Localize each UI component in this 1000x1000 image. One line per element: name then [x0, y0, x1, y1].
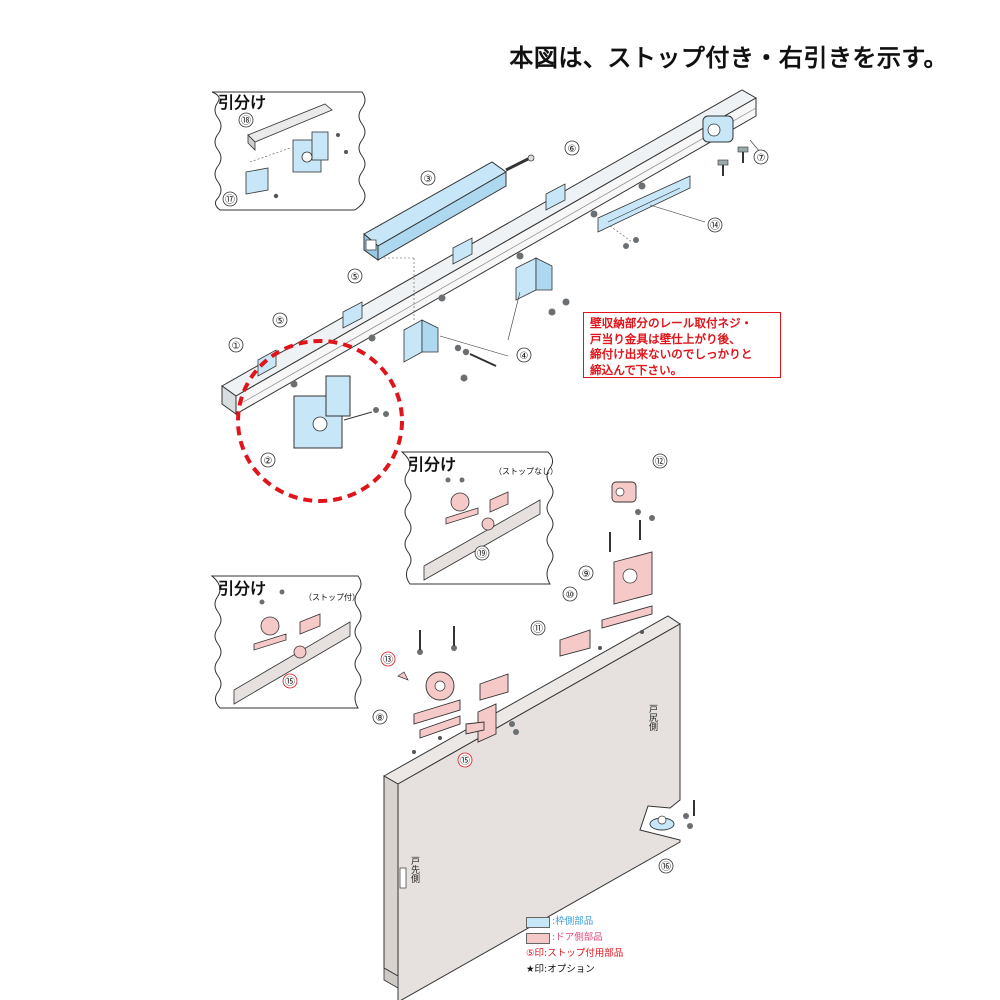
highlight-circle [236, 339, 404, 503]
svg-text:⑦: ⑦ [757, 153, 766, 164]
damper-cylinder [363, 154, 535, 320]
part-number-callout: ⑲ [474, 545, 490, 561]
svg-text:③: ③ [424, 174, 433, 185]
inset-top-left-title: 引分け [218, 93, 266, 112]
inset-bottom-left-title: 引分け [218, 579, 266, 598]
part-number-callout: ⑱ [238, 112, 254, 128]
inset-mid-right-frame [400, 451, 554, 585]
guide-plate [597, 175, 706, 243]
angle-stoppers [403, 257, 553, 382]
legend-text: 印:オプション [534, 964, 595, 975]
warning-callout-box: 壁収納部分のレール取付ネジ・ 戸当り金具は壁仕上がり後、 締付け出来ないのでしっ… [583, 312, 781, 378]
part-number-callout: ⑥ [564, 140, 580, 156]
part-number-callout: ⑬ [380, 651, 396, 667]
part-number-callout: ⑪ [530, 620, 546, 636]
legend-item-stop-part: ⑤ 印:ストップ付用部品 [526, 946, 623, 962]
stopper-unit [293, 375, 389, 449]
inset-bottom-left-note: （ストップ付） [304, 592, 360, 602]
door-roller-front [413, 626, 461, 739]
door-roller-rear [559, 481, 655, 657]
svg-text:⑯: ⑯ [661, 861, 671, 873]
part-number-callout: ③ [420, 170, 436, 186]
end-screws [717, 139, 761, 176]
part-number-callout: ⑤ [272, 312, 288, 328]
door-stop-bracket [397, 671, 519, 743]
legend-text: 印:ストップ付用部品 [534, 948, 624, 959]
part-number-callout: ⑦ [753, 149, 769, 165]
legend-swatch-door [526, 932, 550, 944]
svg-text:⑭: ⑭ [710, 220, 720, 232]
svg-text:⑮: ⑮ [285, 676, 295, 688]
part-number-callout: ⑰ [222, 191, 238, 207]
part-number-callout: ⑮ [282, 673, 298, 689]
part-number-callout: ② [260, 452, 276, 468]
part-number-callout: ⑮ [457, 752, 473, 768]
svg-text:⑱: ⑱ [241, 115, 251, 127]
legend-item-option: ★ 印:オプション [526, 962, 623, 978]
svg-text:⑥: ⑥ [568, 144, 577, 155]
inset-bottom-left-frame [210, 575, 362, 709]
svg-text:⑧: ⑧ [376, 713, 385, 724]
floor-guide [649, 800, 695, 831]
svg-text:⑩: ⑩ [566, 590, 575, 601]
legend: :枠側部品 :ドア側部品 ⑤ 印:ストップ付用部品 ★ 印:オプション [526, 914, 623, 978]
part-number-callout: ⑤ [347, 268, 363, 284]
inset-mid-right-title: 引分け [408, 455, 456, 474]
svg-text:⑤: ⑤ [276, 316, 285, 327]
legend-item-frame-part: :枠側部品 [526, 914, 623, 930]
inset-bracket [245, 167, 269, 195]
inset-top-left: 引分け [211, 91, 366, 211]
part-number-callout: ⑫ [652, 453, 668, 469]
svg-text:②: ② [264, 456, 273, 467]
part-number-callout: ⑩ [562, 586, 578, 602]
svg-text:⑲: ⑲ [477, 548, 487, 560]
part-number-callout: ⑯ [658, 858, 674, 874]
inset-bottom-left: 引分け （ストップ付） [210, 575, 362, 709]
door-panel [382, 615, 681, 1000]
inset-bottom-door-edge [233, 621, 351, 705]
part-number-callouts: ① ② ③ ④ ⑤ ⑤ ⑥ ⑦ ⑧ ⑨ ⑩ ⑪ ⑫ ⑬ ⑭ ⑮ ⑮ ⑯ ⑰ ⑱ … [222, 112, 769, 874]
part-number-callout: ⑨ [578, 565, 594, 581]
door-front-edge [383, 775, 399, 977]
legend-text: :ドア側部品 [552, 932, 603, 943]
svg-text:⑰: ⑰ [225, 194, 235, 206]
legend-marker: ★ [526, 964, 535, 975]
inset-mid-door-edge [423, 499, 541, 581]
door-pull-recess [399, 867, 407, 889]
part-number-callout: ① [228, 337, 244, 353]
svg-text:⑤: ⑤ [351, 272, 360, 283]
svg-text:⑨: ⑨ [582, 569, 591, 580]
legend-marker: ⑤ [526, 948, 535, 959]
svg-text:④: ④ [520, 351, 529, 362]
rail-front-face [235, 97, 757, 415]
part-number-callout: ⑧ [372, 709, 388, 725]
svg-text:①: ① [232, 341, 241, 352]
svg-text:⑫: ⑫ [655, 456, 665, 468]
door-front-side-label: 戸先側 [409, 856, 420, 883]
svg-text:⑪: ⑪ [533, 623, 543, 635]
svg-text:⑬: ⑬ [383, 654, 393, 666]
rail-brackets [257, 183, 566, 377]
svg-text:⑮: ⑮ [460, 755, 470, 767]
part-number-callout: ④ [516, 347, 532, 363]
legend-item-door-part: :ドア側部品 [526, 930, 623, 946]
page-title: 本図は、ストップ付き・右引きを示す。 [509, 44, 948, 72]
rail-screws [290, 182, 646, 388]
inset-mid-right: 引分け （ストップなし） [400, 451, 558, 585]
damper-rod [505, 156, 531, 172]
legend-text: :枠側部品 [552, 916, 594, 927]
door-rear-side-label: 戸尻側 [647, 704, 658, 731]
inset-mid-right-note: （ストップなし） [494, 467, 558, 476]
part-number-callout: ⑭ [707, 217, 723, 233]
legend-swatch-frame [526, 916, 550, 928]
